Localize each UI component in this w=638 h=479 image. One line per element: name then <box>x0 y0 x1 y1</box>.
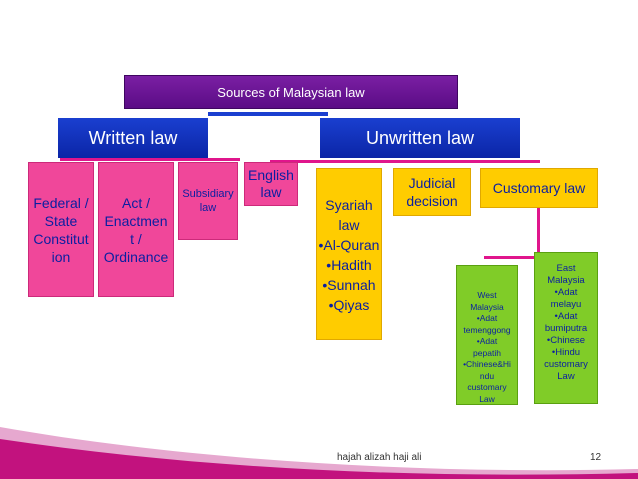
act-enactment-ordinance-node: Act / Enactmen t / Ordinance <box>98 162 174 297</box>
federal-state-constitution-node: Federal / State Constitut ion <box>28 162 94 297</box>
west-malaysia-node: West Malaysia •Adat temenggong •Adat pep… <box>456 265 518 405</box>
connector-unwritten-children <box>270 160 540 163</box>
footer-author: hajah alizah haji ali <box>337 452 422 463</box>
page-number: 12 <box>590 452 602 463</box>
connector-title-to-written <box>208 112 328 116</box>
syariah-law-node: Syariah law •Al-Quran •Hadith •Sunnah •Q… <box>316 168 382 340</box>
connector-customary-down <box>537 208 540 256</box>
judicial-decision-node: Judicial decision <box>393 168 471 216</box>
east-malaysia-node: East Malaysia •Adat melayu •Adat bumiput… <box>534 252 598 404</box>
diagram-title: Sources of Malaysian law <box>124 75 458 109</box>
unwritten-law-node: Unwritten law <box>320 118 520 158</box>
subsidiary-law-node: Subsidiary law <box>178 162 238 240</box>
decorative-wave <box>0 427 638 479</box>
connector-written-children <box>60 158 240 161</box>
connector-customary-children <box>484 256 568 259</box>
written-law-node: Written law <box>58 118 208 158</box>
customary-law-node: Customary law <box>480 168 598 208</box>
english-law-node: English law <box>244 162 298 206</box>
